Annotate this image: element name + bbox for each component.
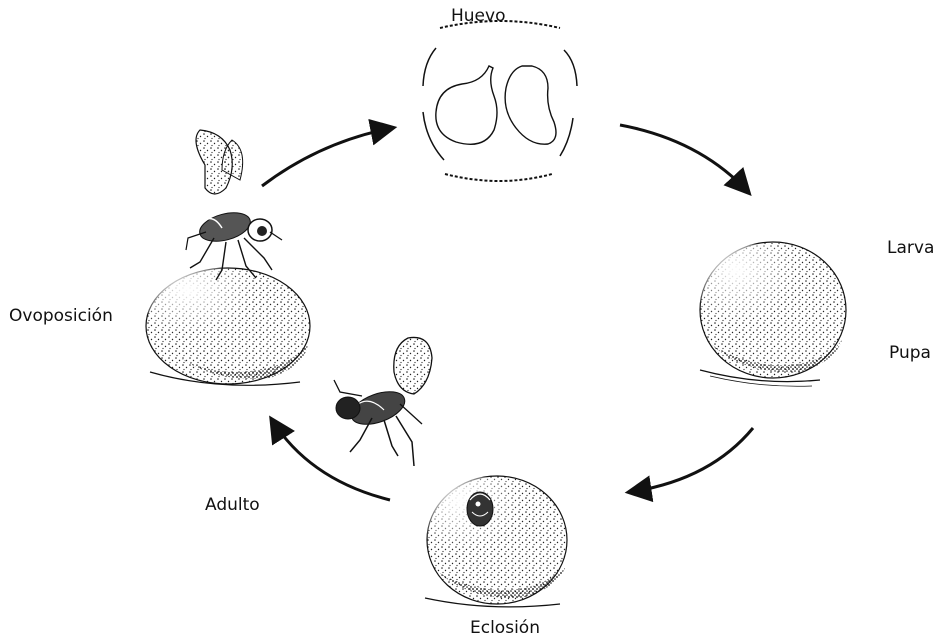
fruit-icon bbox=[146, 268, 310, 385]
fly-icon bbox=[186, 130, 282, 280]
arrow-pupa-to-eclosion bbox=[630, 428, 753, 492]
stage-label-eclosion: Eclosión bbox=[470, 618, 540, 638]
arrow-eclosion-to-adulto bbox=[272, 420, 390, 500]
arrow-huevo-to-larva bbox=[620, 125, 748, 192]
fly-icon bbox=[334, 337, 432, 466]
egg-pair-icon bbox=[422, 16, 578, 184]
stage-label-adulto: Adulto bbox=[205, 495, 260, 515]
stage-label-ovoposicion: Ovoposición bbox=[9, 306, 113, 326]
fruit-icon bbox=[425, 476, 567, 607]
fruit-icon bbox=[700, 242, 846, 386]
stage-label-huevo: Huevo bbox=[451, 6, 505, 26]
arrow-ovoposicion-to-huevo bbox=[262, 128, 392, 186]
stage-label-pupa: Pupa bbox=[889, 343, 931, 363]
emerging-fly-icon bbox=[467, 492, 493, 526]
stage-label-larva: Larva bbox=[887, 238, 934, 258]
